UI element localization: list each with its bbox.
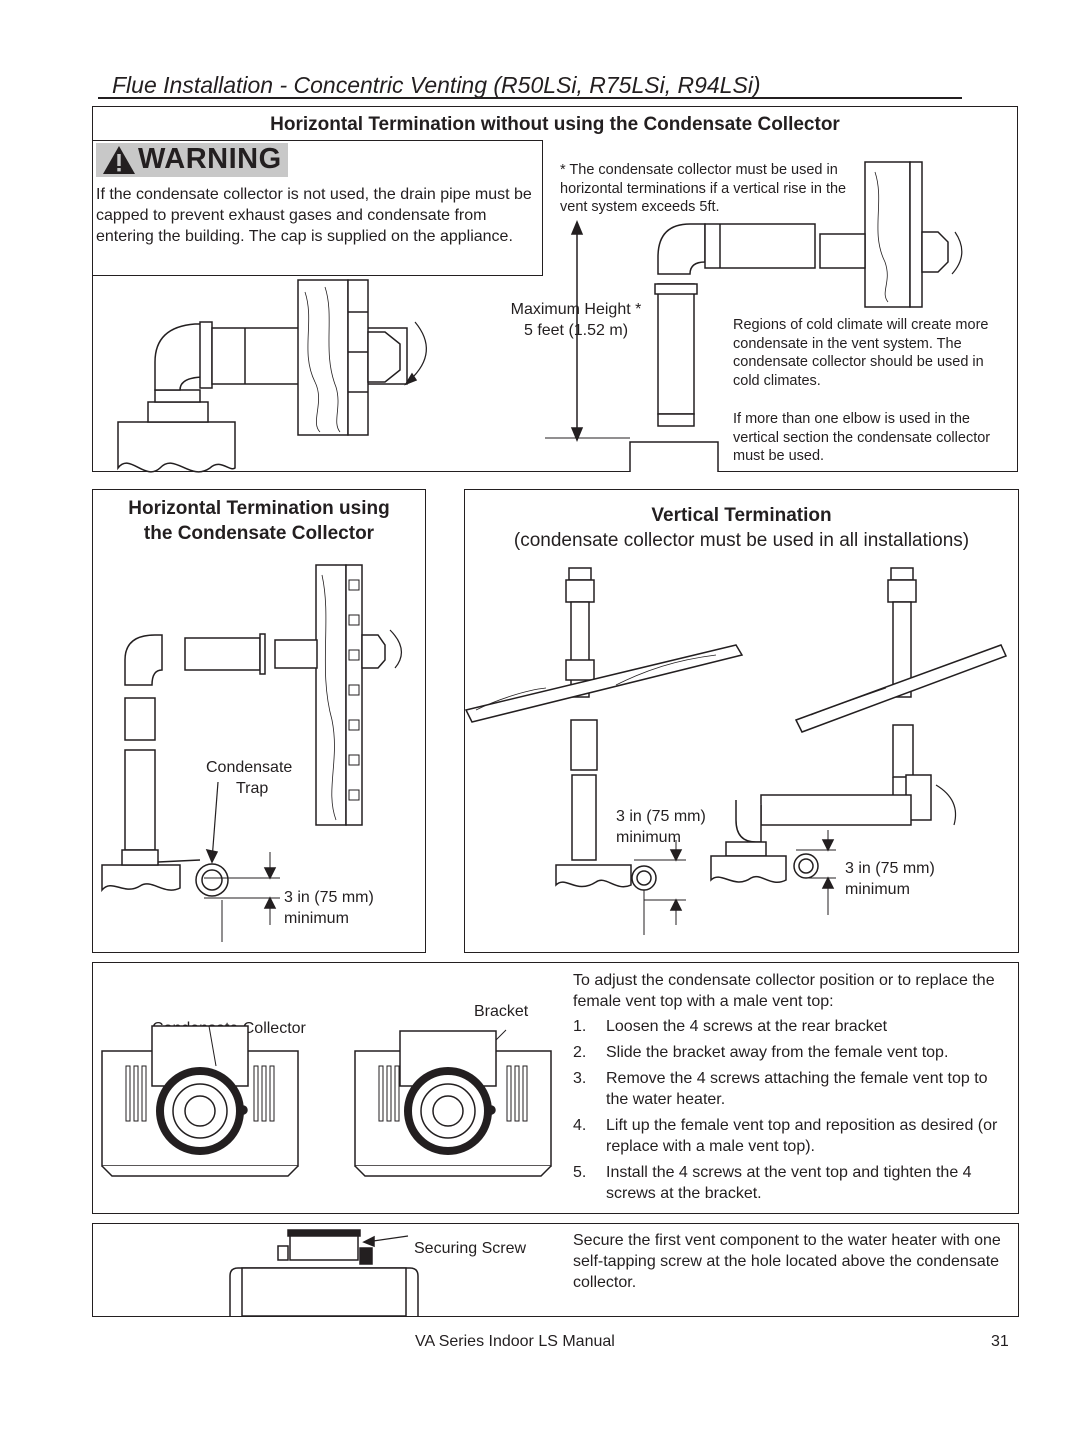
page-title: Flue Installation - Concentric Venting (… — [112, 72, 761, 98]
securing-screw-text: Secure the first vent component to the w… — [573, 1232, 1001, 1291]
step-number: 2. — [573, 1044, 587, 1061]
warning-text: If the condensate collector is not used,… — [96, 186, 532, 245]
vertical-left-min-line2: minimum — [616, 829, 681, 846]
collector-top-view-diagram — [101, 1025, 552, 1177]
vertical-termination-diagram — [464, 567, 1008, 935]
vertical-left-min-line1: 3 in (75 mm) — [616, 808, 706, 825]
max-height-label: Maximum Height * — [510, 301, 642, 318]
elbow-note: If more than one elbow is used in the ve… — [733, 411, 991, 464]
list-item: 5. Install the 4 screws at the vent top a… — [573, 1162, 1013, 1204]
horizontal-with-collector-heading-line1: Horizontal Termination using — [128, 498, 390, 519]
horizontal-min-clearance-line1: 3 in (75 mm) — [284, 889, 374, 906]
step-number: 3. — [573, 1070, 587, 1087]
step-text: Loosen the 4 screws at the rear bracket — [606, 1018, 888, 1035]
collector-adjust-section — [92, 962, 1019, 1214]
warning-box — [92, 140, 543, 276]
step-number: 4. — [573, 1117, 587, 1134]
step-text: Slide the bracket away from the female v… — [606, 1044, 949, 1061]
condensate-trap-label-line2: Trap — [236, 780, 269, 797]
vertical-rise-note: * The condensate collector must be used … — [560, 162, 847, 215]
horizontal-no-collector-heading: Horizontal Termination without using the… — [270, 114, 840, 135]
vertical-termination-subheading: (condensate collector must be used in al… — [513, 530, 970, 551]
vertical-rise-diagram — [545, 161, 963, 472]
horizontal-no-collector-section — [92, 106, 1018, 472]
page-number: 31 — [991, 1333, 1009, 1350]
bracket-label: Bracket — [474, 1003, 529, 1020]
securing-screw-diagram — [229, 1229, 419, 1317]
list-item: 1. Loosen the 4 screws at the rear bracke… — [573, 1016, 1013, 1037]
cold-climate-note: Regions of cold climate will create more… — [733, 317, 989, 389]
horizontal-min-clearance-line2: minimum — [284, 910, 349, 927]
warning-label: WARNING — [138, 143, 282, 175]
horizontal-with-collector-section — [92, 489, 426, 953]
list-item: 2. Slide the bracket away from the female… — [573, 1042, 1013, 1063]
horizontal-termination-diagram — [117, 279, 427, 473]
step-text: Lift up the female vent top and repositi… — [606, 1117, 998, 1155]
warning-header: WARNING — [96, 143, 288, 177]
horizontal-with-collector-heading-line2: the Condensate Collector — [143, 523, 375, 544]
securing-screw-label: Securing Screw — [414, 1240, 527, 1257]
title-underline — [98, 97, 962, 99]
securing-screw-section — [92, 1223, 1019, 1317]
warning-triangle-icon — [103, 146, 135, 174]
step-text: Install the 4 screws at the vent top and… — [606, 1164, 972, 1202]
step-number: 5. — [573, 1164, 587, 1181]
vertical-termination-section — [464, 489, 1019, 953]
collector-adjust-steps: 1. Loosen the 4 screws at the rear bracke… — [573, 1016, 1013, 1209]
collector-adjust-intro: To adjust the condensate collector posit… — [573, 972, 995, 1010]
footer-manual-title: VA Series Indoor LS Manual — [415, 1333, 615, 1350]
horizontal-collector-diagram — [101, 564, 402, 942]
list-item: 4. Lift up the female vent top and reposi… — [573, 1115, 1013, 1157]
list-item: 3. Remove the 4 screws attaching the fema… — [573, 1068, 1013, 1110]
step-text: Remove the 4 screws attaching the female… — [606, 1070, 988, 1108]
condensate-trap-label-line1: Condensate — [206, 759, 293, 776]
vertical-termination-heading: Vertical Termination — [651, 505, 832, 526]
max-height-value: 5 feet (1.52 m) — [523, 322, 629, 339]
vertical-right-min-line1: 3 in (75 mm) — [845, 860, 935, 877]
vertical-right-min-line2: minimum — [845, 881, 910, 898]
step-number: 1. — [573, 1018, 587, 1035]
